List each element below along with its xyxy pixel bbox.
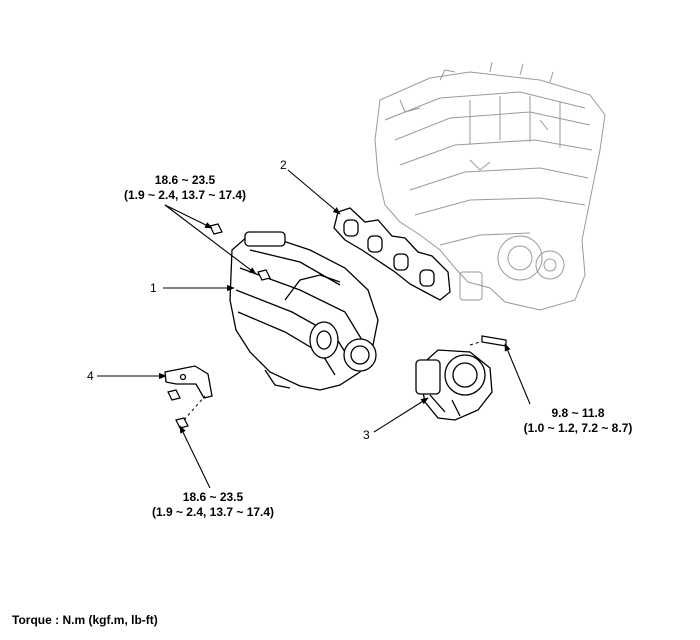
torque-label-right: 9.8 ~ 11.8 (1.0 ~ 1.2, 7.2 ~ 8.7) bbox=[488, 406, 668, 436]
engine-block-illustration bbox=[374, 61, 606, 311]
callout-number-4: 4 bbox=[87, 369, 94, 383]
leader-line-torque-1a bbox=[164, 204, 213, 229]
dashed-alignment-line bbox=[183, 395, 206, 421]
intake-gasket bbox=[333, 207, 451, 301]
throttle-body bbox=[415, 349, 493, 421]
leader-line-torque-3 bbox=[179, 425, 211, 489]
leader-line-torque-1b bbox=[164, 204, 257, 275]
torque-value: 18.6 ~ 23.5 bbox=[182, 490, 244, 504]
leader-line-2 bbox=[287, 169, 341, 215]
torque-units: (1.9 ~ 2.4, 13.7 ~ 17.4) bbox=[151, 505, 275, 519]
callout-number-2: 2 bbox=[280, 158, 287, 172]
callout-number-3: 3 bbox=[363, 428, 370, 442]
torque-value: 9.8 ~ 11.8 bbox=[551, 406, 605, 420]
leader-line-torque-2 bbox=[504, 343, 531, 405]
torque-value: 18.6 ~ 23.5 bbox=[154, 173, 216, 187]
torque-label-top: 18.6 ~ 23.5 (1.9 ~ 2.4, 13.7 ~ 17.4) bbox=[100, 173, 270, 203]
intake-manifold bbox=[229, 231, 379, 391]
torque-unit-legend: Torque : N.m (kgf.m, lb-ft) bbox=[12, 613, 158, 627]
torque-units: (1.0 ~ 1.2, 7.2 ~ 8.7) bbox=[523, 421, 633, 435]
mounting-bracket bbox=[164, 365, 213, 399]
leader-line-3 bbox=[373, 397, 429, 433]
torque-units: (1.9 ~ 2.4, 13.7 ~ 17.4) bbox=[123, 188, 247, 202]
torque-label-bottom: 18.6 ~ 23.5 (1.9 ~ 2.4, 13.7 ~ 17.4) bbox=[128, 490, 298, 520]
dashed-alignment-line-2 bbox=[469, 341, 481, 346]
callout-number-1: 1 bbox=[150, 281, 157, 295]
